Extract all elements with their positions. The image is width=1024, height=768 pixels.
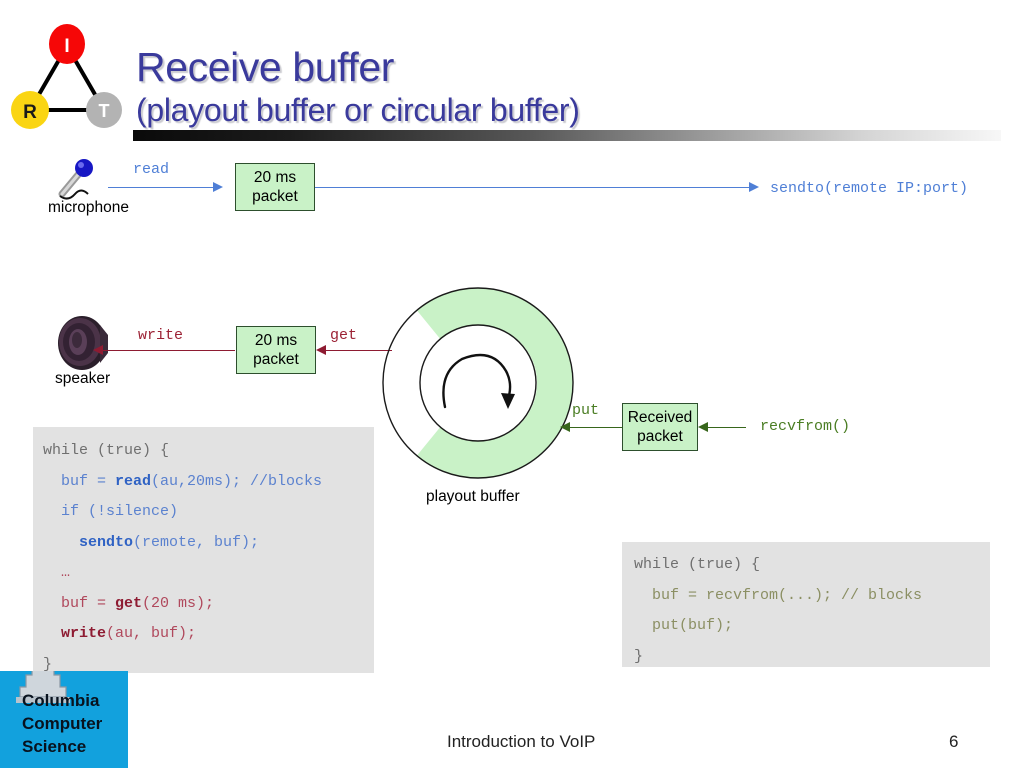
speaker-icon	[56, 313, 112, 371]
page-title: Receive buffer (playout buffer or circul…	[136, 44, 1006, 128]
columbia-logo-text: Columbia Computer Science	[22, 689, 102, 758]
packet-box-send-line1: 20 ms	[253, 169, 297, 186]
speaker-label: speaker	[55, 370, 111, 387]
logo-node-left	[11, 91, 49, 129]
logo-node-right	[86, 92, 122, 128]
arrow-mic-to-packet-head	[213, 181, 223, 192]
packet-box-play-line1: 20 ms	[254, 332, 298, 349]
buffer-outer-circle	[382, 287, 574, 479]
sender-code-line-3: sendto(remote, buf);	[79, 533, 260, 551]
arrow-recvfrom-to-box-head	[698, 421, 708, 432]
packet-box-play-line2: packet	[253, 351, 299, 368]
buffer-filled-region	[416, 288, 574, 478]
receiver-code-line-3: }	[634, 647, 644, 665]
arrow-buffer-to-packet-head	[316, 344, 326, 355]
sender-code-line-4: …	[43, 564, 71, 581]
title-subtitle: (playout buffer or circular buffer)	[136, 92, 580, 128]
arrow-mic-to-packet	[108, 187, 214, 188]
code-block-receiver: while (true) { buf = recvfrom(...); // b…	[622, 542, 990, 667]
columbia-logo-line3: Science	[22, 737, 87, 756]
arrow-recvfrom-to-box	[708, 427, 746, 428]
sender-code-line-1: buf = read(au,20ms); //blocks	[43, 472, 323, 490]
write-label: write	[138, 327, 184, 344]
sender-code-line-5: buf = get(20 ms);	[43, 594, 215, 612]
footer-page-number: 6	[949, 732, 959, 751]
sender-code-line-7: }	[43, 655, 53, 673]
microphone-label: microphone	[48, 199, 129, 216]
iptel-logo: I R T	[8, 22, 126, 134]
svg-text:T: T	[99, 101, 110, 121]
arrow-packet-to-sendto-head	[749, 181, 759, 192]
playout-buffer-caption: playout buffer	[426, 488, 520, 505]
arrow-packet-to-sendto	[315, 187, 750, 188]
columbia-logo-line2: Computer	[22, 714, 103, 733]
receiver-code-line-1: buf = recvfrom(...); // blocks	[634, 586, 923, 604]
iptel-logo-svg: I R T	[11, 24, 122, 129]
arrow-packet-to-speaker	[103, 350, 235, 351]
buffer-rotation-arrow	[442, 353, 512, 409]
packet-box-received: Received packet	[622, 403, 698, 451]
packet-box-send-line2: packet	[252, 188, 298, 205]
columbia-logo-line1: Columbia	[22, 691, 100, 710]
logo-node-top	[49, 24, 85, 64]
sender-code-line-2: if (!silence)	[43, 503, 179, 520]
footer-title: Introduction to VoIP	[447, 732, 596, 751]
arrow-packet-to-speaker-head	[93, 344, 103, 355]
receiver-code-line-0: while (true) {	[634, 556, 761, 573]
sender-code-line-0: while (true) {	[43, 442, 170, 459]
sendto-label: sendto(remote IP:port)	[770, 180, 969, 197]
packet-box-received-line2: packet	[637, 428, 683, 445]
sender-code-line-6: write(au, buf);	[61, 625, 197, 642]
crown-icon	[16, 671, 70, 703]
columbia-cs-logo: Columbia Computer Science	[0, 671, 128, 768]
svg-text:R: R	[23, 102, 37, 123]
buffer-inner-circle	[419, 324, 537, 442]
playout-buffer-graphic	[382, 287, 574, 479]
microphone-icon	[48, 156, 106, 200]
get-label: get	[330, 327, 358, 344]
packet-box-play: 20 ms packet	[236, 326, 316, 374]
recvfrom-label: recvfrom()	[760, 418, 851, 435]
buffer-rotation-arrowhead	[501, 393, 515, 409]
arrow-recvbox-to-buffer-head	[560, 421, 570, 432]
title-main: Receive buffer	[136, 44, 395, 90]
packet-box-send: 20 ms packet	[235, 163, 315, 211]
put-label: put	[572, 402, 600, 419]
code-block-sender: while (true) { buf = read(au,20ms); //bl…	[33, 427, 374, 673]
arrow-buffer-to-packet	[326, 350, 392, 351]
title-divider	[133, 130, 1001, 141]
receiver-code-line-2: put(buf);	[634, 617, 734, 634]
arrow-recvbox-to-buffer	[570, 427, 622, 428]
packet-box-received-line1: Received	[627, 409, 693, 426]
svg-text:I: I	[64, 36, 69, 57]
read-label: read	[133, 161, 170, 178]
